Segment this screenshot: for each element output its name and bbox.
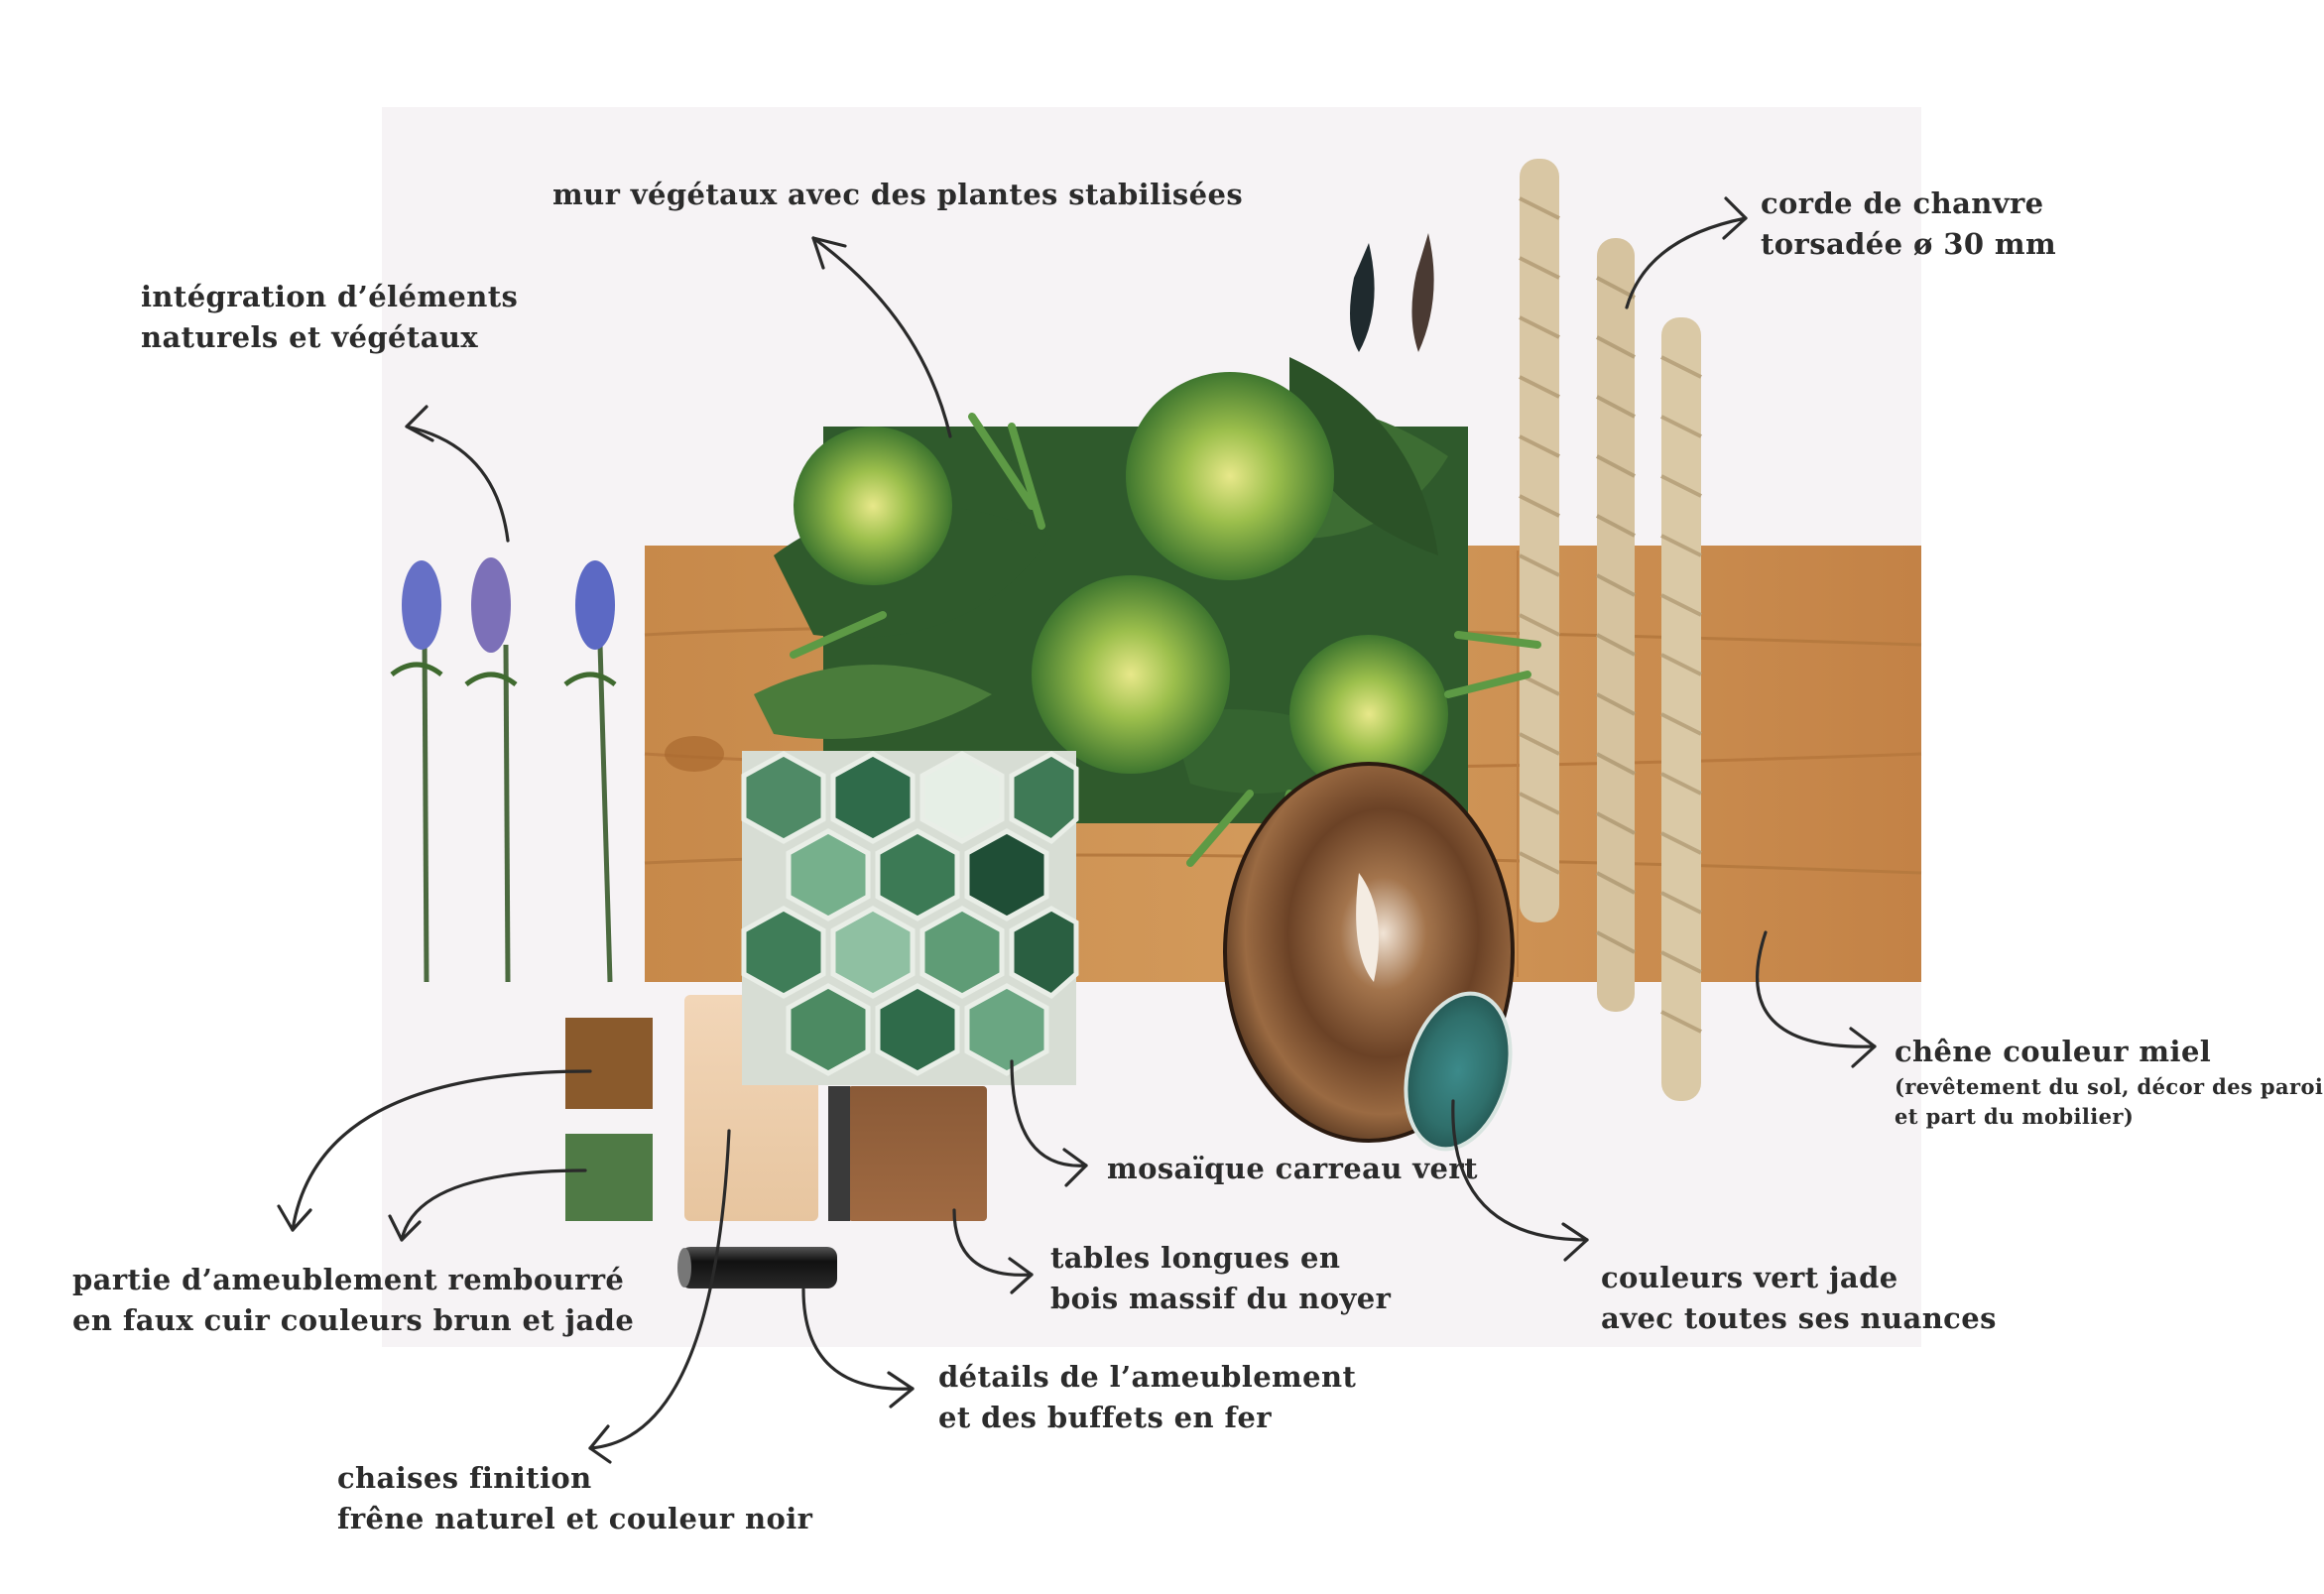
rope-icon xyxy=(1519,159,1702,1101)
label-upholstery-line-1: partie d’ameublement rembourré xyxy=(72,1263,625,1296)
arrow-oak xyxy=(1756,930,1877,1068)
label-oak-title: chêne couleur miel xyxy=(1895,1035,2212,1068)
arrow-plant-wall xyxy=(811,236,952,438)
label-iron-line-1: détails de l’ameublement xyxy=(938,1360,1357,1394)
leather-swatch-icon xyxy=(565,1018,653,1221)
label-natural-line-1: intégration d’éléments xyxy=(141,280,519,313)
arrow-walnut xyxy=(952,1208,1034,1294)
label-jade-line-1: couleurs vert jade xyxy=(1601,1261,1898,1294)
label-jade: couleurs vert jade avec toutes ses nuanc… xyxy=(1601,1258,1997,1339)
label-walnut-line-2: bois massif du noyer xyxy=(1050,1282,1392,1315)
label-oak: chêne couleur miel (revêtement du sol, d… xyxy=(1895,1032,2324,1132)
label-iron-line-2: et des buffets en fer xyxy=(938,1401,1272,1434)
label-rope-line-1: corde de chanvre xyxy=(1761,186,2044,220)
label-walnut-tables: tables longues en bois massif du noyer xyxy=(1050,1238,1391,1319)
label-jade-line-2: avec toutes ses nuances xyxy=(1601,1301,1997,1335)
arrow-chairs xyxy=(588,1129,731,1464)
label-plant-wall: mur végétaux avec des plantes stabilisée… xyxy=(552,178,1244,211)
label-mosaic: mosaïque carreau vert xyxy=(1107,1152,1478,1185)
walnut-wood-sample xyxy=(828,1086,987,1221)
label-oak-detail-1: (revêtement du sol, décor des parois xyxy=(1895,1074,2324,1099)
label-iron-details: détails de l’ameublement et des buffets … xyxy=(938,1357,1356,1438)
label-upholstery-line-2: en faux cuir couleurs brun et jade xyxy=(72,1303,635,1337)
label-walnut-line-1: tables longues en xyxy=(1050,1241,1341,1275)
label-chairs-line-2: frêne naturel et couleur noir xyxy=(337,1502,813,1535)
sand-samples xyxy=(1350,233,1434,352)
lavender-sprig-icon xyxy=(390,557,617,983)
label-upholstery: partie d’ameublement rembourré en faux c… xyxy=(72,1260,634,1341)
label-oak-detail-2: et part du mobilier) xyxy=(1895,1104,2135,1129)
arrow-jade xyxy=(1451,1099,1589,1262)
arrow-mosaic xyxy=(1010,1059,1088,1187)
arrow-iron xyxy=(801,1287,915,1409)
label-natural-line-2: naturels et végétaux xyxy=(141,320,479,354)
label-natural-elements: intégration d’éléments naturels et végét… xyxy=(141,277,518,358)
label-chairs-line-1: chaises finition xyxy=(337,1461,592,1495)
label-hemp-rope: corde de chanvre torsadée ø 30 mm xyxy=(1761,184,2056,265)
label-chairs: chaises finition frêne naturel et couleu… xyxy=(337,1458,812,1539)
jade-stone-icon xyxy=(1404,991,1513,1152)
arrow-upholstery xyxy=(277,1069,592,1242)
arrow-rope xyxy=(1625,196,1748,309)
iron-tube-icon xyxy=(677,1247,837,1288)
hexagon-tile-icon xyxy=(741,751,1079,1085)
label-rope-line-2: torsadée ø 30 mm xyxy=(1761,227,2057,261)
arrow-natural xyxy=(405,405,510,543)
